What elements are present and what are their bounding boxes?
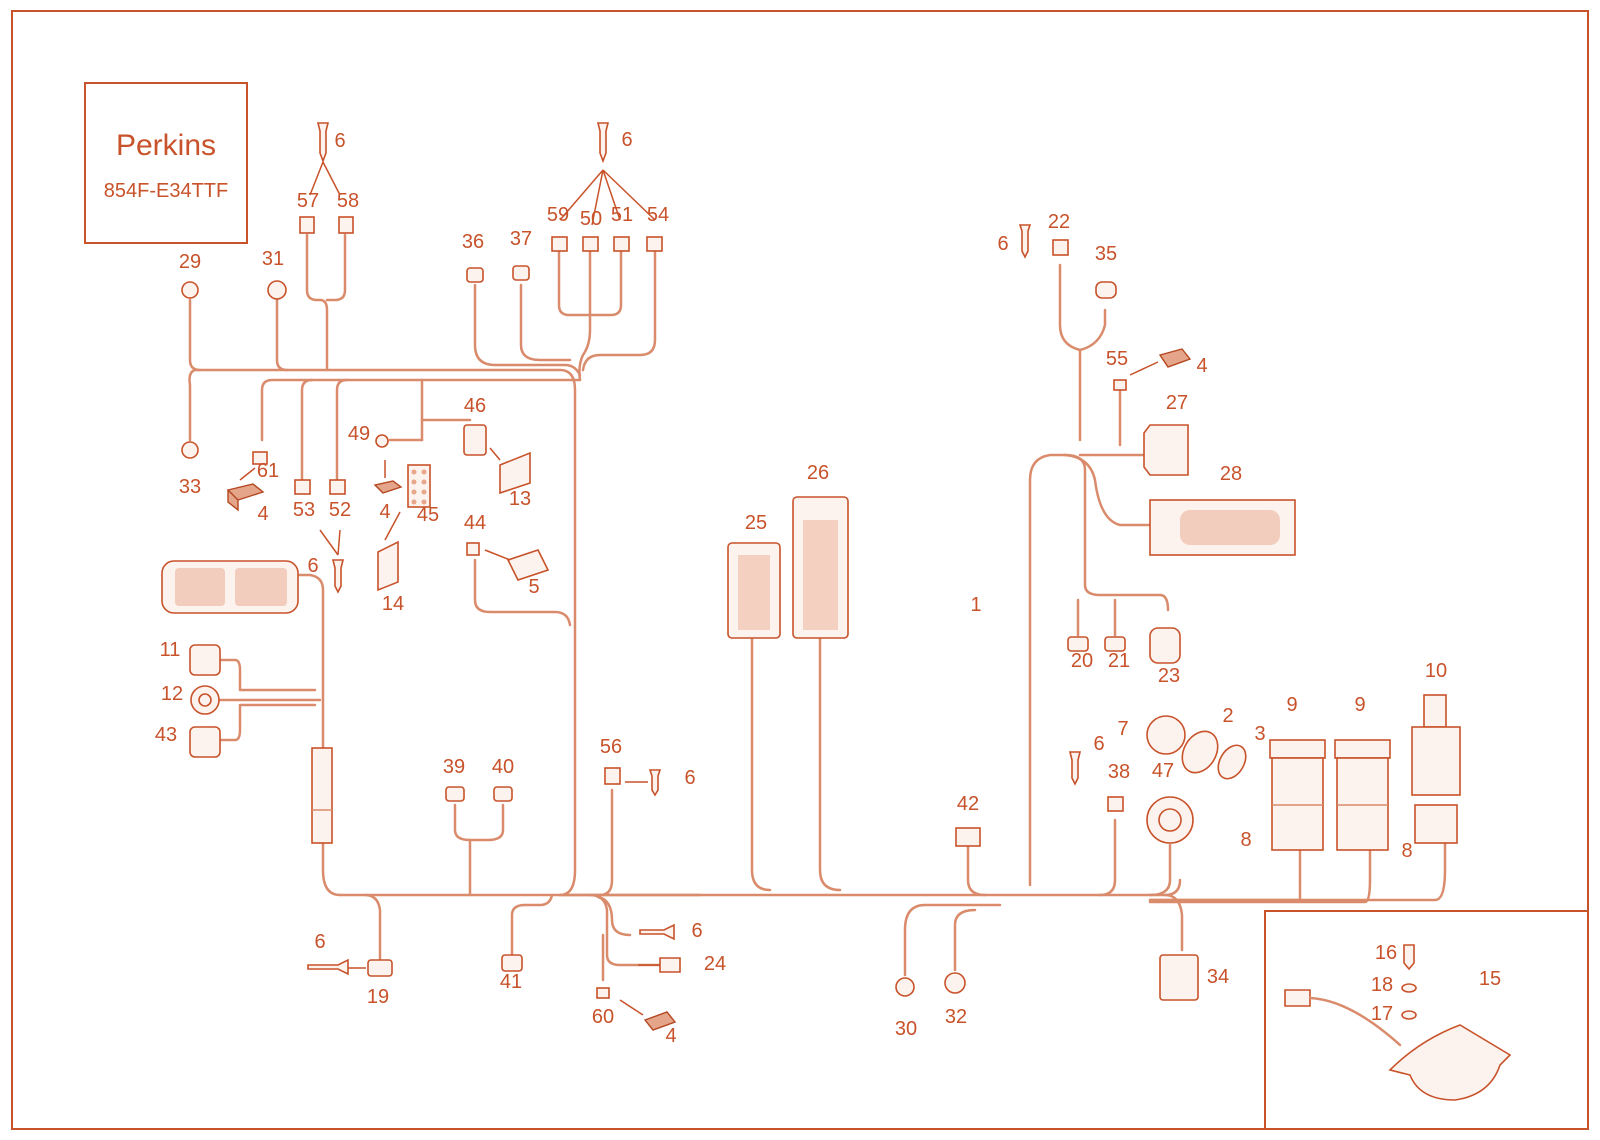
callout-10: 10: [1425, 660, 1447, 682]
callout-29: 29: [179, 251, 201, 273]
callout-22: 22: [1048, 211, 1070, 233]
callout-14: 14: [382, 593, 404, 615]
connector-6-pin: [316, 122, 330, 164]
callout-7: 7: [1117, 718, 1128, 740]
callout-42: 42: [957, 793, 979, 815]
outer-frame: [11, 10, 1589, 1130]
callout-34: 34: [1207, 966, 1229, 988]
title-box: Perkins 854F-E34TTF: [84, 82, 248, 244]
wires: [188, 233, 1447, 982]
callout-35: 35: [1095, 243, 1117, 265]
callout-4: 4: [665, 1025, 676, 1047]
callout-24: 24: [704, 953, 726, 975]
callout-27: 27: [1166, 392, 1188, 414]
callout-47: 47: [1152, 760, 1174, 782]
callout-6: 6: [334, 130, 345, 152]
model-title: 854F-E34TTF: [104, 180, 228, 202]
callout-37: 37: [510, 228, 532, 250]
ecm-connector-28: [1149, 499, 1296, 556]
callout-17: 17: [1371, 1003, 1393, 1025]
callout-32: 32: [945, 1006, 967, 1028]
callout-43: 43: [155, 724, 177, 746]
callout-13: 13: [509, 488, 531, 510]
callout-19: 19: [367, 986, 389, 1008]
callout-25: 25: [745, 512, 767, 534]
callout-30: 30: [895, 1018, 917, 1040]
callout-40: 40: [492, 756, 514, 778]
callout-11: 11: [160, 639, 181, 661]
callout-31: 31: [262, 248, 284, 270]
callout-8: 8: [1401, 840, 1412, 862]
ecm-connector-25: [727, 542, 781, 639]
callout-6: 6: [314, 931, 325, 953]
callout-4: 4: [257, 503, 268, 525]
callout-12: 12: [161, 683, 183, 705]
callout-56: 56: [600, 736, 622, 758]
callout-6: 6: [691, 920, 702, 942]
ecm-connector-26: [792, 496, 849, 639]
parts: [161, 122, 1512, 1101]
callout-4: 4: [379, 501, 390, 523]
callout-28: 28: [1220, 463, 1242, 485]
callout-23: 23: [1158, 665, 1180, 687]
brand-title: Perkins: [116, 129, 216, 162]
callout-33: 33: [179, 476, 201, 498]
callout-6: 6: [307, 555, 318, 577]
callout-9: 9: [1286, 694, 1297, 716]
callout-61: 61: [257, 460, 279, 482]
callout-6: 6: [684, 767, 695, 789]
callout-3: 3: [1254, 723, 1265, 745]
callout-2: 2: [1222, 705, 1233, 727]
callout-16: 16: [1375, 942, 1397, 964]
callout-6: 6: [997, 233, 1008, 255]
callout-46: 46: [464, 395, 486, 417]
callout-60: 60: [592, 1006, 614, 1028]
callout-1: 1: [970, 594, 981, 616]
callout-41: 41: [500, 971, 522, 993]
callout-15: 15: [1479, 968, 1501, 990]
callout-6: 6: [621, 129, 632, 151]
callout-6: 6: [1093, 733, 1104, 755]
callout-53: 53: [293, 499, 315, 521]
ecm-connector-left: [161, 560, 299, 614]
callout-45: 45: [417, 504, 439, 526]
callout-57: 57: [297, 190, 319, 212]
callout-58: 58: [337, 190, 359, 212]
callout-38: 38: [1108, 761, 1130, 783]
callout-5: 5: [528, 576, 539, 598]
callout-18: 18: [1371, 974, 1393, 996]
callout-51: 51: [611, 204, 633, 226]
inset-frame: [1264, 910, 1589, 1130]
callout-44: 44: [464, 512, 486, 534]
callout-20: 20: [1071, 650, 1093, 672]
callout-59: 59: [547, 204, 569, 226]
callout-21: 21: [1108, 650, 1130, 672]
callout-54: 54: [647, 204, 669, 226]
callout-50: 50: [580, 208, 602, 230]
callout-8: 8: [1240, 829, 1251, 851]
callout-26: 26: [807, 462, 829, 484]
callout-4: 4: [1196, 355, 1207, 377]
callout-9: 9: [1354, 694, 1365, 716]
callout-39: 39: [443, 756, 465, 778]
callout-49: 49: [348, 423, 370, 445]
callout-55: 55: [1106, 348, 1128, 370]
callout-36: 36: [462, 231, 484, 253]
callout-52: 52: [329, 499, 351, 521]
